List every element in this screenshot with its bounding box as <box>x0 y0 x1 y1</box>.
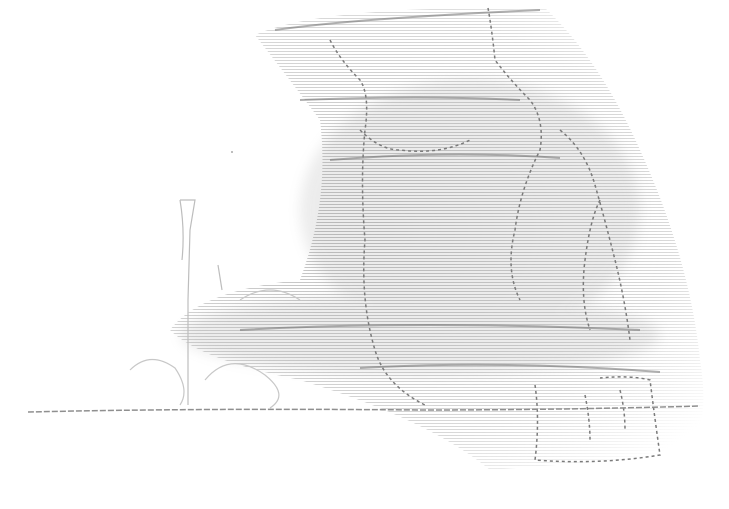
speck <box>231 151 233 153</box>
vase-outline <box>329 7 542 406</box>
glass-outline <box>179 199 223 405</box>
bottle-outline <box>534 129 661 463</box>
table-objects <box>129 289 301 409</box>
table-edge <box>27 405 701 413</box>
soft-shadow <box>180 80 660 375</box>
dark-streaks <box>239 9 661 373</box>
